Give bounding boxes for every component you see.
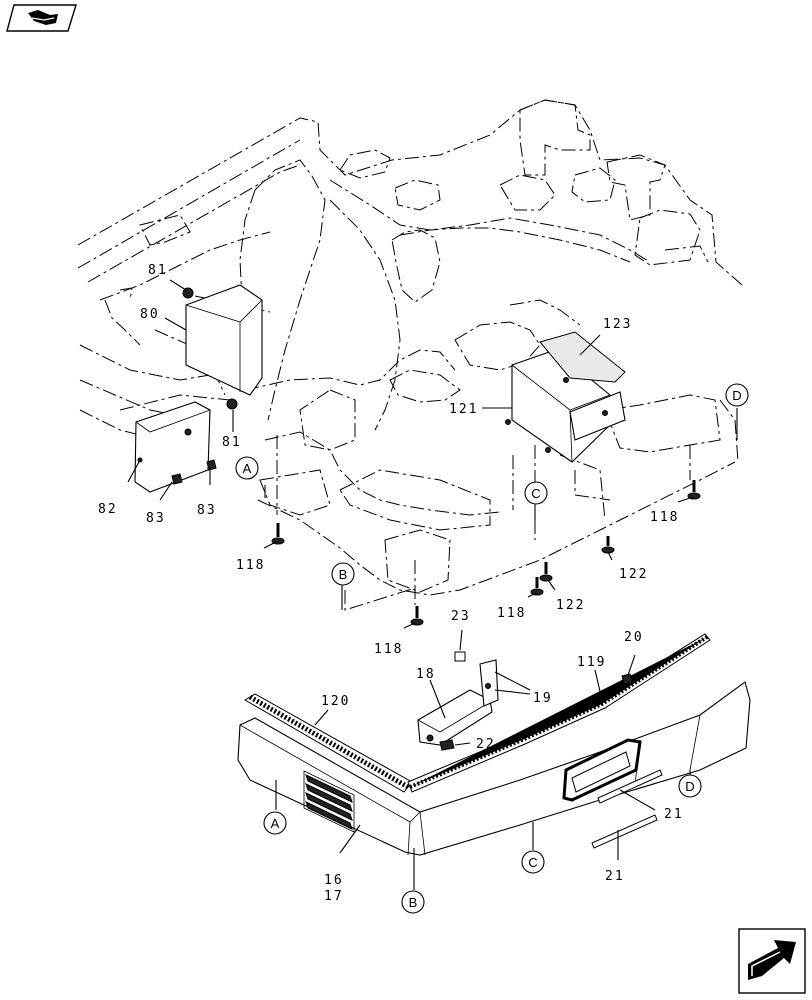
label-83-left: 83 — [146, 511, 166, 526]
handle-recess — [562, 738, 642, 802]
bolt-118-far-right — [687, 480, 701, 500]
label-118-far-right: 118 — [650, 510, 679, 525]
callout-C-upper: C — [524, 481, 548, 505]
label-122-left: 122 — [556, 598, 585, 613]
svg-text:A: A — [243, 461, 252, 476]
bolt-122-left — [539, 562, 553, 582]
label-17: 17 — [324, 889, 344, 904]
bolt-118-center — [410, 606, 424, 626]
callout-A-upper: A — [235, 456, 259, 480]
plate-part-18 — [417, 651, 633, 751]
callout-D-upper: D — [725, 383, 749, 407]
label-18: 18 — [416, 667, 436, 682]
label-120: 120 — [321, 694, 350, 709]
label-118-center: 118 — [374, 642, 403, 657]
vent-grille — [303, 770, 355, 833]
svg-text:D: D — [732, 388, 741, 403]
label-122-right: 122 — [619, 567, 648, 582]
label-119: 119 — [577, 655, 606, 670]
book-icon[interactable] — [6, 4, 78, 32]
bolt-122-right — [601, 536, 615, 554]
svg-text:B: B — [339, 567, 348, 582]
callout-D-lower: D — [678, 774, 702, 798]
label-21-lower: 21 — [605, 869, 625, 884]
label-22: 22 — [476, 737, 496, 752]
cover-box-part-121 — [505, 331, 626, 463]
svg-text:C: C — [528, 855, 537, 870]
front-panel-part-16 — [237, 681, 751, 856]
svg-text:B: B — [409, 895, 418, 910]
next-page-arrow-icon[interactable] — [738, 928, 806, 994]
bracket-part-80 — [182, 284, 263, 410]
label-123: 123 — [603, 317, 632, 332]
rod-part-21-lower — [591, 814, 658, 849]
label-16: 16 — [324, 873, 344, 888]
callout-B-lower: B — [401, 890, 425, 914]
label-82: 82 — [98, 502, 118, 517]
label-81-upper: 81 — [148, 263, 168, 278]
svg-text:A: A — [271, 816, 280, 831]
label-81-lower: 81 — [222, 435, 242, 450]
label-23: 23 — [451, 609, 471, 624]
label-21-upper: 21 — [664, 807, 684, 822]
label-20: 20 — [624, 630, 644, 645]
rod-part-21-upper — [597, 769, 663, 804]
label-83-right: 83 — [197, 503, 217, 518]
svg-text:C: C — [531, 486, 540, 501]
bolt-118-left — [271, 523, 285, 545]
svg-text:D: D — [685, 779, 694, 794]
callout-C-lower: C — [521, 850, 545, 874]
label-19: 19 — [533, 691, 553, 706]
callout-B-upper: B — [331, 562, 355, 586]
label-80: 80 — [140, 307, 160, 322]
label-118-left: 118 — [236, 558, 265, 573]
label-118-right: 118 — [497, 606, 526, 621]
part-number-labels: 81 80 81 82 83 83 123 121 118 118 118 11… — [98, 263, 684, 904]
cover-plate-part-82 — [134, 401, 217, 493]
machine-frame-outline — [77, 99, 743, 611]
seal-part-119 — [407, 633, 711, 793]
callout-A-lower: A — [263, 811, 287, 835]
label-121: 121 — [449, 402, 478, 417]
leader-lines — [127, 279, 738, 890]
